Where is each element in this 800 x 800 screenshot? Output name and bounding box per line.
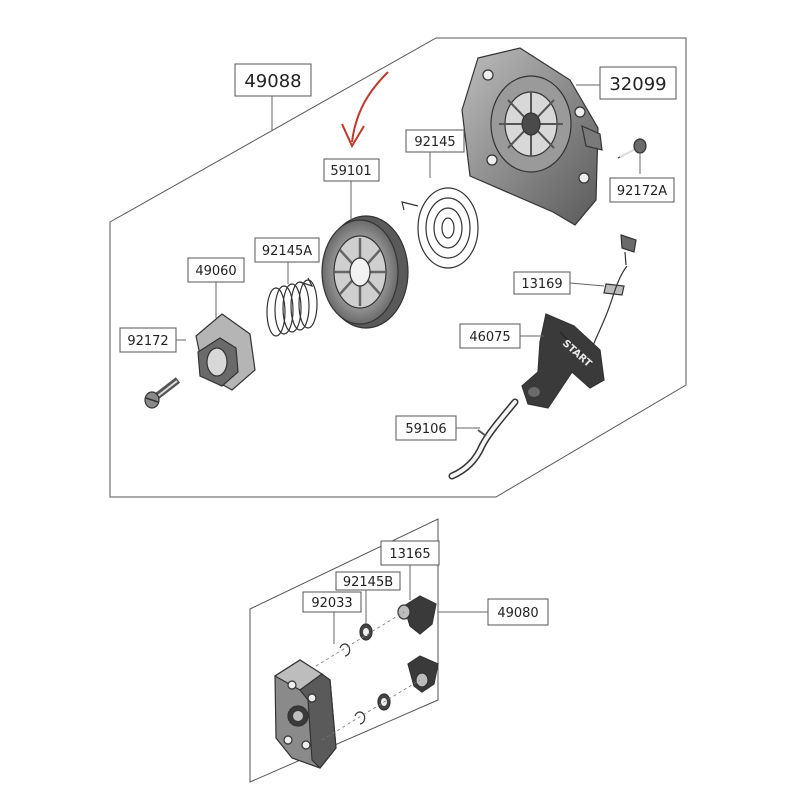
upper-assembly-outline [109,37,687,498]
highlight-arrow-icon [341,71,389,149]
callout-49088: 49088 [234,63,312,97]
callout-92145: 92145 [405,129,465,153]
screw-92172a [617,138,647,159]
callout-92172a-text: 92172A [617,184,667,199]
spring-92145b-upper [359,623,373,641]
spiral-spring-92145 [401,187,479,269]
callout-49060: 49060 [187,257,245,283]
callout-13165: 13165 [380,540,440,566]
pawl-13165-upper [397,595,437,635]
screw-92172 [144,377,181,409]
ratchet-49060 [195,313,256,391]
lower-assembly-outline [249,518,439,783]
callout-59101-text: 59101 [330,164,371,179]
callout-92033-text: 92033 [311,596,352,611]
pulley-59101 [321,215,409,329]
lower-assembly: 13165 92145B 92033 49080 [249,518,549,783]
callout-49060-text: 49060 [195,264,236,279]
callout-92172: 92172 [119,327,177,353]
callout-49080-text: 49080 [497,606,538,621]
callout-46075: 46075 [459,323,521,349]
callout-13169-text: 13169 [521,277,562,292]
callout-92145a: 92145A [254,237,320,263]
callout-32099-text: 32099 [609,74,666,95]
callout-13165-text: 13165 [389,547,430,562]
callout-59101: 59101 [323,158,380,182]
clip-13169 [603,234,637,296]
callout-46075-text: 46075 [469,330,510,345]
leader-13169 [569,282,605,287]
callout-92172a: 92172A [609,177,675,203]
pawl-lower [407,655,439,693]
callout-92145b-text: 92145B [343,575,393,590]
upper-assembly: START 49088 32099 59 [109,37,687,498]
callout-49088-text: 49088 [244,71,301,92]
callout-92145b: 92145B [335,571,401,591]
callout-92145-text: 92145 [414,135,455,150]
clip-92033-upper [339,643,351,657]
rope-59106 [448,398,519,480]
callout-59106: 59106 [395,415,457,441]
callout-49080: 49080 [487,598,549,626]
coil-spring-92145a [266,277,318,337]
callout-92145a-text: 92145A [262,244,312,259]
starter-handle-46075: START [521,313,605,409]
callout-92033: 92033 [302,591,362,613]
callout-32099: 32099 [599,66,677,100]
assembly-line-lower [321,679,421,741]
starter-cup [273,659,337,769]
clip-92033-lower [354,711,366,725]
callout-92172-text: 92172 [127,334,168,349]
assembly-line-upper [315,611,405,667]
callout-59106-text: 59106 [405,422,446,437]
callout-13169: 13169 [513,271,571,295]
recoil-housing [461,47,603,226]
